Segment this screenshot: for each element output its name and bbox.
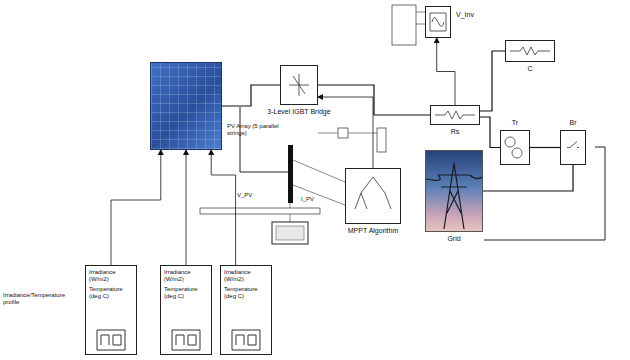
signal-label: V_PV (236, 192, 253, 199)
capacitor-branch: C (505, 40, 555, 62)
block-symbol (561, 131, 585, 164)
block-label: MPPT Algorithm (348, 227, 398, 235)
bus-bar (288, 145, 293, 203)
block-label: Temperature (deg C) (89, 286, 133, 300)
wire (416, 12, 425, 13)
block-label: 3-Level IGBT Bridge (267, 108, 330, 116)
signal-line (211, 150, 235, 265)
block-symbol (346, 169, 400, 223)
block-symbol (506, 41, 554, 61)
wire (605, 147, 606, 240)
block-label: Irradiance (W/m2) (224, 269, 268, 283)
block-label: V_Inv (456, 11, 474, 19)
pv-array: PV Array (5 parallel strings) (150, 62, 222, 150)
profile-block: Irradiance (W/m2) Temperature (deg C) (160, 265, 212, 355)
wire (484, 240, 605, 241)
mppt-block: MPPT Algorithm (345, 168, 401, 224)
power-wire (480, 117, 500, 148)
wire (595, 147, 605, 148)
display-symbol (338, 128, 348, 138)
measure-block (392, 5, 416, 45)
power-wire (318, 85, 430, 115)
block-label: Temperature (deg C) (224, 286, 268, 300)
wire (318, 133, 338, 134)
power-wire (222, 85, 280, 106)
block-symbol (431, 106, 479, 124)
profile-block: Irradiance (W/m2) Temperature (deg C) (85, 265, 137, 355)
wire (240, 107, 241, 172)
scope-screen (276, 226, 304, 240)
block-label: Rs (451, 128, 460, 136)
rl-branch: Rs (430, 105, 480, 125)
block-label: Irradiance (W/m2) (164, 269, 208, 283)
block-label: Temperature (deg C) (164, 286, 208, 300)
block-label: Tr (512, 119, 518, 127)
block-symbol (501, 131, 529, 164)
block-label: Irradiance (W/m2) (89, 269, 133, 283)
signal-label: I_PV (300, 196, 315, 203)
scope-block: V_Inv (425, 6, 451, 38)
block-symbol (281, 66, 317, 104)
signal-builder-icon (96, 329, 126, 351)
block-label: PV Array (5 parallel strings) (227, 123, 281, 137)
power-wire (480, 51, 505, 111)
signal-line (186, 150, 187, 265)
signal-label: Irradiance/Temperature profile (2, 292, 84, 306)
block-label: C (527, 65, 532, 73)
block-label: Grid (447, 235, 460, 243)
block-label: Br (570, 119, 577, 127)
wire (293, 185, 345, 205)
signal-line (111, 150, 161, 265)
block-symbol (426, 7, 450, 37)
grid-image: Grid (425, 150, 483, 232)
signal-builder-icon (171, 329, 201, 351)
scope-symbol (272, 222, 308, 244)
wire (293, 160, 345, 182)
power-wire (530, 147, 560, 148)
profile-block: Irradiance (W/m2) Temperature (deg C) (220, 265, 272, 355)
signal-line (437, 38, 455, 105)
display-symbol (377, 128, 386, 152)
signal-builder-icon (231, 329, 261, 351)
power-wire (483, 165, 573, 191)
wire (416, 24, 425, 25)
transformer: Tr (500, 130, 530, 165)
signal-line (318, 97, 373, 168)
wire (240, 172, 288, 173)
igbt-bridge: 3-Level IGBT Bridge (280, 65, 318, 105)
demux-bar (200, 208, 320, 214)
breaker: Br (560, 130, 586, 165)
pylon-picture (426, 151, 482, 231)
